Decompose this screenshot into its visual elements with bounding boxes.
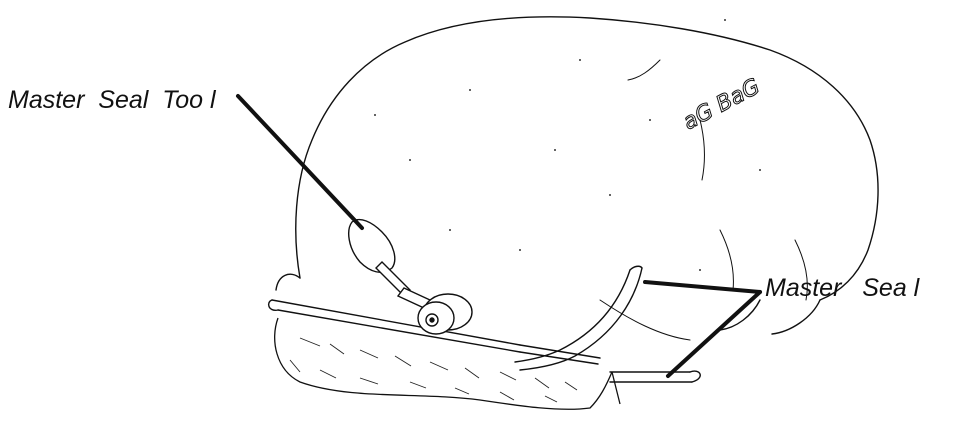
label-master-seal-tool: Master Seal Too l	[8, 88, 216, 113]
seal-rail	[269, 300, 701, 382]
label-master-seal: Master Sea l	[765, 276, 919, 301]
bag-texture	[374, 19, 761, 271]
leader-line-tool	[238, 96, 362, 228]
leader-line-seal-lower	[668, 292, 760, 376]
brand-mark: aG BaG	[679, 74, 764, 135]
leader-line-seal-upper	[645, 282, 760, 292]
leader-lines	[238, 96, 760, 376]
